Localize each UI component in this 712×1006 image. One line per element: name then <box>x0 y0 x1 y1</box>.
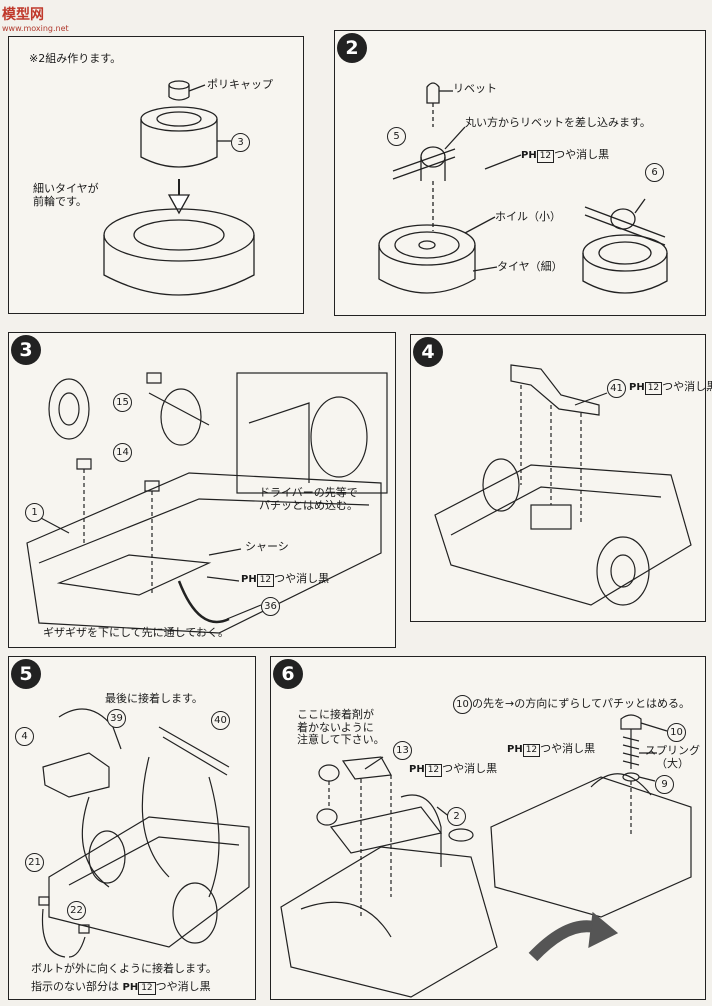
part-10-callout: 10 <box>667 723 686 742</box>
rivet-note: 丸い方からリベットを差し込みます。 <box>465 116 651 129</box>
part-36-callout: 36 <box>261 597 280 616</box>
paint-prefix: PH <box>409 764 425 775</box>
step-6-badge: 6 <box>273 659 303 689</box>
paint-name: つや消し黒 <box>274 572 330 585</box>
part-1-callout: 1 <box>25 503 44 522</box>
paint-code: 12 <box>536 150 555 163</box>
step-5-panel: 5 最後に接着します。 39 40 4 21 22 ボルトが外に向くように接着し… <box>8 656 256 1000</box>
paint-code: 12 <box>138 982 156 995</box>
spring-label: スプリング （大） <box>645 744 700 770</box>
paint-prefix: PH <box>122 982 139 993</box>
part-13-callout: 13 <box>393 741 412 760</box>
part-5-callout: 5 <box>387 127 406 146</box>
rivet-label: リベット <box>453 82 497 95</box>
top-note-text: の先を→の方向にずらしてパチッとはめる。 <box>472 697 690 710</box>
step-1-panel: ※2組み作ります。 ポリキャップ 3 細いタイヤが 前輪です。 <box>8 36 304 314</box>
paint-name: つや消し黒 <box>662 380 712 393</box>
step-2-illustration <box>378 82 668 294</box>
site-watermark: 模型网 www.moxing.net <box>2 4 69 33</box>
bolt-note: ボルトが外に向くように接着します。 <box>31 962 217 975</box>
step-3-badge: 3 <box>11 335 41 365</box>
paint-name: つや消し黒 <box>442 762 498 775</box>
driver-note: ドライバーの先等で パチッとはめ込む。 <box>259 486 358 512</box>
paint-prefix: PH <box>241 574 257 585</box>
paint-prefix: PH <box>507 744 523 755</box>
last-glue-note: 最後に接着します。 <box>105 692 203 705</box>
watermark-url: www.moxing.net <box>2 24 69 33</box>
step-3-bottom-note: ギザギザを下にして先に通しておく。 <box>43 626 230 639</box>
top-note-part-10: 10 <box>453 695 472 714</box>
part-39-callout: 39 <box>107 709 126 728</box>
chassis-label: シャーシ <box>245 540 289 553</box>
part-2-callout: 2 <box>447 807 466 826</box>
tire-label: タイヤ（細） <box>497 260 563 273</box>
part-22-callout: 22 <box>67 901 86 920</box>
step-2-badge: 2 <box>337 33 367 63</box>
wheel-label: ホイル（小） <box>495 210 561 223</box>
paint-name: つや消し黒 <box>155 980 211 993</box>
step-3-illustration <box>26 372 388 634</box>
part-9-callout: 9 <box>655 775 674 794</box>
paint-prefix: PH <box>629 382 645 393</box>
step-5-badge: 5 <box>11 659 41 689</box>
step-1-note: ※2組み作ります。 <box>29 52 122 65</box>
part-21-callout: 21 <box>25 853 44 872</box>
part-41-callout: 41 <box>607 379 626 398</box>
part-6-callout: 6 <box>645 163 664 182</box>
step-5-illustration <box>38 708 250 958</box>
paint-code: 12 <box>644 382 663 395</box>
paint-name: つや消し黒 <box>554 148 610 161</box>
part-4-callout: 4 <box>15 727 34 746</box>
part-3-callout: 3 <box>231 133 250 152</box>
glue-warning-note: ここに接着剤が 着かないように 注意して下さい。 <box>297 708 385 747</box>
paint-name: つや消し黒 <box>540 742 596 755</box>
paint-prefix: PH <box>521 150 537 161</box>
paint-code: 12 <box>424 764 443 777</box>
watermark-name: 模型网 <box>2 7 44 23</box>
polycap-label: ポリキャップ <box>207 78 273 91</box>
step-6-illustration <box>280 714 692 998</box>
part-40-callout: 40 <box>211 711 230 730</box>
part-14-callout: 14 <box>113 443 132 462</box>
step-4-illustration <box>434 364 692 606</box>
paint-code: 12 <box>522 744 541 757</box>
part-15-callout: 15 <box>113 393 132 412</box>
step-1-illustration <box>103 80 255 296</box>
step-4-badge: 4 <box>413 337 443 367</box>
unspecified-note-text: 指示のない部分は <box>31 980 119 993</box>
paint-code: 12 <box>256 574 275 587</box>
narrow-tire-note: 細いタイヤが 前輪です。 <box>33 182 99 208</box>
